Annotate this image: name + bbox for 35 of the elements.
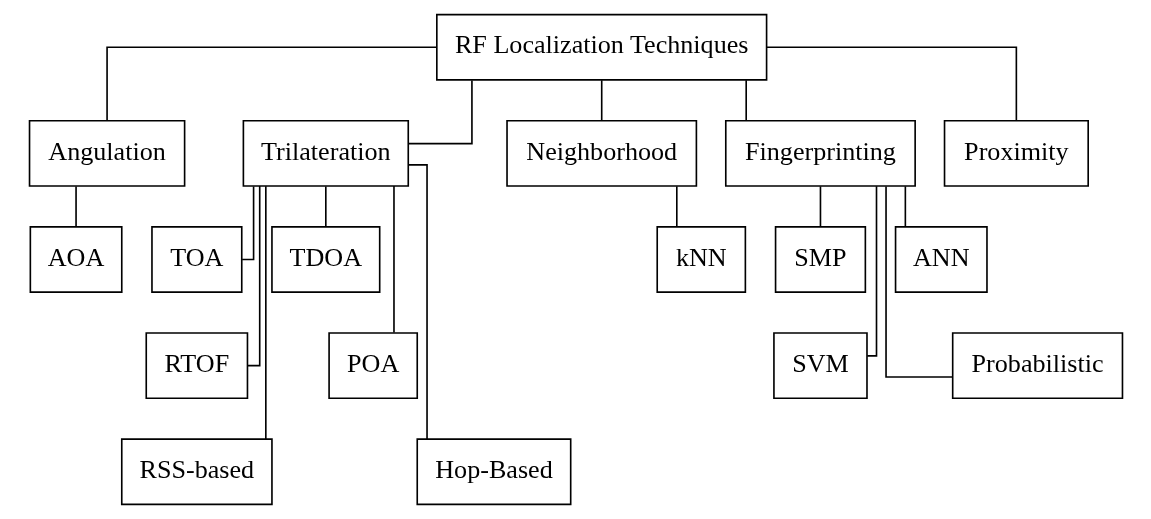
node-box: ANN bbox=[894, 226, 988, 293]
connector bbox=[240, 185, 254, 261]
node-box: Proximity bbox=[943, 119, 1089, 187]
connector bbox=[819, 185, 821, 227]
connector bbox=[884, 185, 953, 378]
connector bbox=[675, 185, 678, 227]
node-box: RTOF bbox=[144, 332, 248, 400]
connector bbox=[600, 79, 603, 121]
node-box: kNN bbox=[655, 226, 746, 293]
connector bbox=[765, 46, 1017, 122]
node-box: RF Localization Techniques bbox=[435, 13, 767, 81]
node-box: SVM bbox=[772, 332, 868, 400]
node-box: Neighborhood bbox=[505, 119, 697, 187]
node-box: SMP bbox=[774, 226, 866, 293]
connector bbox=[74, 185, 77, 227]
connector bbox=[744, 79, 747, 121]
node-box: POA bbox=[327, 332, 418, 400]
connector bbox=[904, 185, 906, 227]
node-box: Probabilistic bbox=[951, 332, 1123, 400]
connector bbox=[406, 79, 473, 145]
connector bbox=[392, 185, 395, 334]
node-box: Fingerprinting bbox=[724, 119, 916, 187]
node-box: Angulation bbox=[28, 119, 185, 187]
node-box: TOA bbox=[150, 226, 243, 293]
node-box: Hop-Based bbox=[415, 438, 571, 506]
connector bbox=[407, 164, 428, 440]
node-box: TDOA bbox=[270, 226, 380, 293]
connector bbox=[865, 185, 877, 357]
node-box: RSS-based bbox=[120, 438, 273, 506]
node-box: AOA bbox=[29, 226, 123, 293]
connector bbox=[264, 185, 267, 440]
node-box: Trilateration bbox=[242, 119, 409, 187]
connector bbox=[246, 185, 261, 367]
connector bbox=[105, 46, 437, 122]
connector bbox=[324, 185, 327, 227]
